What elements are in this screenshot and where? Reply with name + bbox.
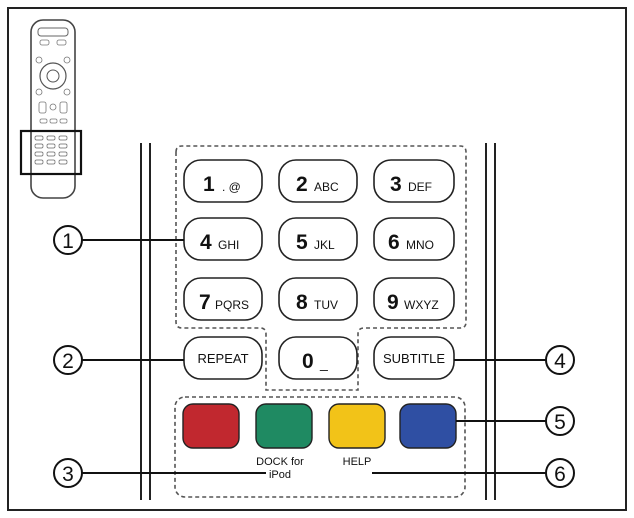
dock-for-ipod-label-line2: iPod <box>269 469 291 481</box>
blue-button[interactable] <box>399 403 457 449</box>
callout-5: 5 <box>545 406 575 436</box>
key-7-letters: PQRS <box>215 298 249 312</box>
callout-1-number: 1 <box>62 230 74 253</box>
callout-6-number: 6 <box>554 463 566 486</box>
key-4[interactable]: 4 GHI <box>183 217 263 261</box>
key-1[interactable]: 1 . @ <box>183 159 263 203</box>
key-4-digit: 4 <box>200 231 212 254</box>
key-8[interactable]: 8 TUV <box>278 277 358 321</box>
key-4-letters: GHI <box>218 238 239 252</box>
color-buttons-dashed-group <box>174 396 466 498</box>
repeat-label: REPEAT <box>197 351 248 366</box>
key-7-digit: 7 <box>199 291 211 314</box>
callout-6: 6 <box>545 458 575 488</box>
key-1-digit: 1 <box>203 173 215 196</box>
callout-1: 1 <box>53 225 83 255</box>
key-0[interactable]: 0 _ <box>278 336 358 380</box>
key-3-digit: 3 <box>390 173 402 196</box>
key-0-letters: _ <box>319 355 328 371</box>
key-5-digit: 5 <box>296 231 308 254</box>
key-1-letters: . @ <box>222 180 241 194</box>
key-2[interactable]: 2 ABC <box>278 159 358 203</box>
key-5-letters: JKL <box>314 238 335 252</box>
yellow-button[interactable] <box>328 403 386 449</box>
key-8-letters: TUV <box>314 298 338 312</box>
thumbnail-keypad-rows <box>34 135 68 165</box>
key-8-digit: 8 <box>296 291 308 314</box>
key-6-letters: MNO <box>406 238 434 252</box>
subtitle-label: SUBTITLE <box>383 351 445 366</box>
key-9-digit: 9 <box>387 291 399 314</box>
key-3-letters: DEF <box>408 180 432 194</box>
dock-for-ipod-label-line1: DOCK for <box>256 456 304 468</box>
key-6[interactable]: 6 MNO <box>373 217 455 261</box>
key-6-digit: 6 <box>388 231 400 254</box>
remote-edges <box>140 143 496 500</box>
callout-4: 4 <box>545 345 575 375</box>
help-label: HELP <box>343 456 372 468</box>
green-button[interactable] <box>255 403 313 449</box>
callout-3: 3 <box>53 458 83 488</box>
callout-4-number: 4 <box>554 350 566 373</box>
key-9[interactable]: 9 WXYZ <box>373 277 455 321</box>
key-2-digit: 2 <box>296 173 308 196</box>
key-7[interactable]: 7 PQRS <box>183 277 263 321</box>
callout-5-number: 5 <box>554 411 566 434</box>
thumbnail-highlight-box <box>19 129 83 176</box>
subtitle-button[interactable]: SUBTITLE <box>373 336 455 380</box>
callout-2: 2 <box>53 345 83 375</box>
key-0-digit: 0 <box>302 350 314 373</box>
callout-lines <box>82 239 546 474</box>
repeat-button[interactable]: REPEAT <box>183 336 263 380</box>
callout-3-number: 3 <box>62 463 74 486</box>
remote-thumbnail <box>19 19 83 199</box>
keypad-dashed-group <box>175 145 467 391</box>
key-9-letters: WXYZ <box>404 298 439 312</box>
key-3[interactable]: 3 DEF <box>373 159 455 203</box>
key-2-letters: ABC <box>314 180 339 194</box>
red-button[interactable] <box>182 403 240 449</box>
callout-2-number: 2 <box>62 350 74 373</box>
key-5[interactable]: 5 JKL <box>278 217 358 261</box>
